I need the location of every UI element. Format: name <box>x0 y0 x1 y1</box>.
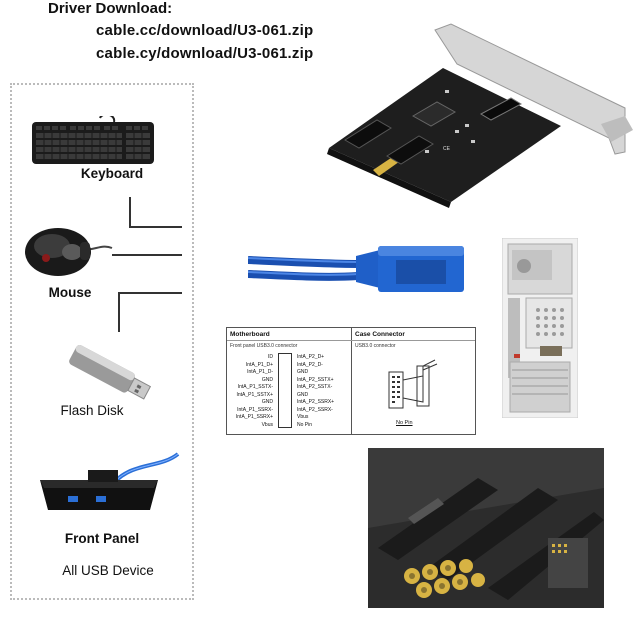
pinout-case-sub: USB3.0 connector <box>355 343 396 349</box>
front-panel-image <box>40 452 180 510</box>
pinout-motherboard-title: Motherboard <box>230 331 270 338</box>
pc-tower-image <box>502 238 578 418</box>
pin-label-right: IntA_P2_D- <box>297 361 323 368</box>
case-connector-drawing <box>388 359 438 409</box>
pin-label-left: IntA_P1_SSRX+ <box>235 414 273 420</box>
pin-label-left: IntA_P1_SSRX- <box>237 406 273 413</box>
device-label-all-usb: All USB Device <box>62 563 154 578</box>
flash-disk-image <box>69 344 152 400</box>
pin-header <box>278 353 292 428</box>
pin-label-right: No Pin <box>297 421 313 428</box>
device-label-flash-disk: Flash Disk <box>60 403 124 418</box>
pin-label-left: GND <box>261 399 273 405</box>
driver-url-2[interactable]: cable.cy/download/U3-061.zip <box>96 45 314 62</box>
pin-label-right: IntA_P2_SSRX- <box>297 406 333 413</box>
device-label-mouse: Mouse <box>48 285 92 300</box>
connector-line <box>118 292 120 332</box>
pin-label-right: GND <box>297 391 309 398</box>
device-label-keyboard: Keyboard <box>80 166 144 181</box>
pin-label-left: IntA_P1_D- <box>247 369 273 375</box>
pinout-motherboard-cell <box>227 328 352 434</box>
driver-download-title: Driver Download: <box>48 0 173 17</box>
mouse-image <box>25 228 113 276</box>
svg-text:CE: CE <box>443 146 451 152</box>
case-no-pin-label: No Pin <box>396 420 413 426</box>
connector-line <box>129 197 131 227</box>
pin-label-left: ID <box>268 354 273 360</box>
pinout-table: Motherboard Case Connector Front panel U… <box>226 327 476 435</box>
pin-label-left: Vbus <box>261 421 273 428</box>
connector-line <box>118 292 182 294</box>
pin-label-right: IntA_P2_SSTX- <box>297 384 333 390</box>
connector-line <box>129 226 182 228</box>
motherboard-photo <box>368 448 604 608</box>
pinout-divider <box>227 340 475 341</box>
pinout-case-title: Case Connector <box>355 331 405 338</box>
pin-label-left: IntA_P1_SSTX- <box>237 384 273 390</box>
pcie-card-image: CE <box>327 23 633 208</box>
pin-label-right: IntA_P2_D+ <box>297 354 325 360</box>
pin-label-left: IntA_P1_SSTX+ <box>236 391 273 398</box>
pinout-motherboard-sub: Front panel USB3.0 connector <box>230 343 298 349</box>
device-label-front-panel: Front Panel <box>64 531 140 546</box>
usb3-cable-image <box>248 246 464 292</box>
pin-label-left: GND <box>261 376 273 383</box>
pin-label-right: Vbus <box>297 414 309 420</box>
pin-label-right: IntA_P2_SSRX+ <box>297 399 335 405</box>
pin-label-left: IntA_P1_D+ <box>245 361 273 368</box>
usb-devices-box <box>10 83 194 600</box>
pin-label-right: GND <box>297 369 309 375</box>
driver-url-1[interactable]: cable.cc/download/U3-061.zip <box>96 22 314 39</box>
keyboard-image <box>32 116 154 164</box>
connector-line <box>112 254 182 256</box>
pin-label-right: IntA_P2_SSTX+ <box>297 376 334 383</box>
